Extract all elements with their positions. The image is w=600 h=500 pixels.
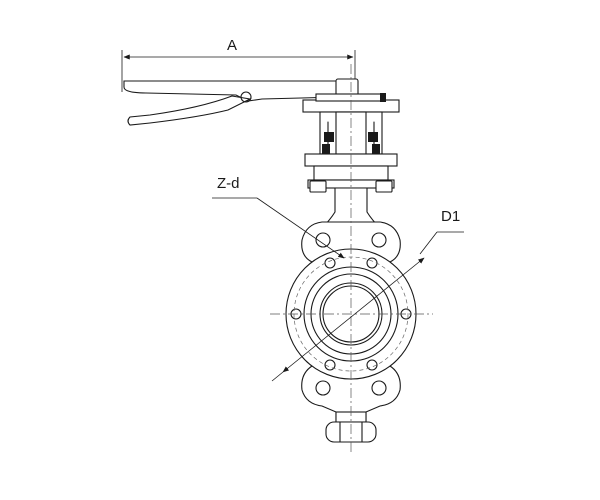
dimension-zd: Z-d	[212, 175, 345, 259]
top-flange	[304, 144, 398, 193]
dimension-a: A	[121, 37, 356, 92]
dimension-d1-label: D1	[441, 208, 460, 225]
dimension-d1: D1	[271, 208, 464, 382]
dimension-a-label: A	[227, 37, 237, 54]
dimension-zd-label: Z-d	[217, 175, 240, 192]
